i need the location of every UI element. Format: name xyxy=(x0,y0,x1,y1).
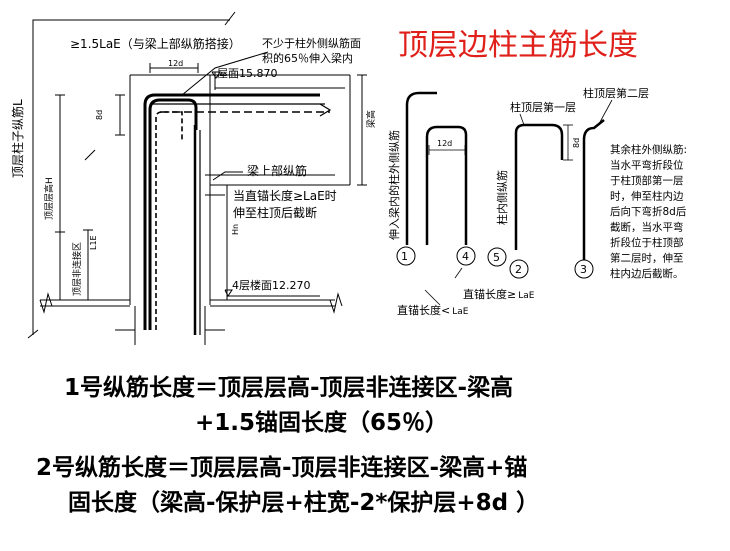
side-note-line: 其余柱外侧纵筋: xyxy=(610,143,687,156)
right-drawing xyxy=(405,91,605,262)
label-L1E: L1E xyxy=(89,235,98,250)
formula-line-4: 固长度（梁高-保护层+柱宽-2*保护层+8d ） xyxy=(68,489,539,516)
label-roof-elevation: 屋面15.870 xyxy=(217,67,278,80)
label-non-connect-zone: 顶层非连接区 xyxy=(71,242,83,296)
side-note-line: 截断，当水平弯 xyxy=(610,221,684,234)
circle-label-4: 4 xyxy=(462,250,469,263)
side-note-line: 时，伸至柱内边 xyxy=(610,190,684,203)
side-note-line: 折段位于柱顶部 xyxy=(610,236,684,249)
label-floor-4: 4层楼面12.270 xyxy=(232,278,311,292)
label-column-bar-L: 顶层柱子纵筋L xyxy=(10,99,25,178)
label-12d-left: 12d xyxy=(168,59,183,68)
label-into-beam: 伸入梁内的柱外侧纵筋 xyxy=(387,130,401,240)
label-anchor-lt: 直锚长度<LaE xyxy=(397,303,469,317)
label-not-less-line2: 积的65％伸入梁内 xyxy=(262,51,353,65)
label-top-layer-2: 柱顶层第二层 xyxy=(583,86,649,100)
label-inner-bar: 柱内侧纵筋 xyxy=(495,170,509,225)
label-anchor-ge: 直锚长度≥LaE xyxy=(463,287,535,301)
slide-title: 顶层边柱主筋长度 xyxy=(398,28,638,63)
circle-label-2: 2 xyxy=(515,263,522,276)
label-8d-right: 8d xyxy=(572,138,581,148)
formula-line-2: +1.5锚固长度（65％） xyxy=(195,409,448,436)
left-drawing-labels: ≥1.5LaE（与梁上部纵筋搭接） 不少于柱外侧纵筋面 积的65％伸入梁内 12… xyxy=(10,36,377,296)
label-top-layer-1: 柱顶层第一层 xyxy=(510,100,576,114)
formula-line-1: 1号纵筋长度＝顶层层高-顶层非连接区-梁高 xyxy=(64,374,513,401)
label-not-less-line1: 不少于柱外侧纵筋面 xyxy=(262,36,361,50)
side-note-line: 柱内边后截断。 xyxy=(610,267,684,280)
left-drawing xyxy=(27,11,367,345)
right-circles xyxy=(396,246,594,279)
right-drawing-dims xyxy=(424,99,613,306)
label-1-5lae: ≥1.5LaE（与梁上部纵筋搭接） xyxy=(70,36,241,51)
label-12d-right: 12d xyxy=(437,139,452,148)
side-note: 其余柱外侧纵筋: 当水平弯折段位于柱顶部第一层时，伸至柱内边后向下弯折8d后截断，… xyxy=(610,143,687,280)
label-beam-top-bar: 梁上部纵筋 xyxy=(247,163,307,178)
label-straight-anchor-2: 伸至柱顶后截断 xyxy=(233,205,317,220)
formulas: 1号纵筋长度＝顶层层高-顶层非连接区-梁高 +1.5锚固长度（65％） 2号纵筋… xyxy=(36,374,539,516)
right-drawing-labels: 1 4 5 2 3 柱顶层第二层 柱顶层第一层 伸入梁内的柱外侧纵筋 柱内侧纵筋… xyxy=(387,86,687,317)
formula-line-3: 2号纵筋长度＝顶层层高-顶层非连接区-梁高+锚 xyxy=(36,454,527,481)
label-storey-height: 顶层层高H xyxy=(43,177,55,220)
circle-label-5: 5 xyxy=(493,251,500,264)
circle-label-1: 1 xyxy=(401,250,408,263)
label-straight-anchor-1: 当直锚长度≥LaE时 xyxy=(233,188,337,203)
side-note-line: 当水平弯折段位 xyxy=(610,159,684,172)
label-8d-left: 8d xyxy=(95,110,104,120)
circle-label-3: 3 xyxy=(580,263,587,276)
label-Hn: Hn xyxy=(231,224,240,235)
label-beam-height: 梁高 xyxy=(365,110,377,128)
side-note-line: 后向下弯折8d后 xyxy=(610,205,686,218)
side-note-line: 第二层时，伸至 xyxy=(610,252,684,265)
side-note-line: 于柱顶部第一层 xyxy=(610,174,684,187)
